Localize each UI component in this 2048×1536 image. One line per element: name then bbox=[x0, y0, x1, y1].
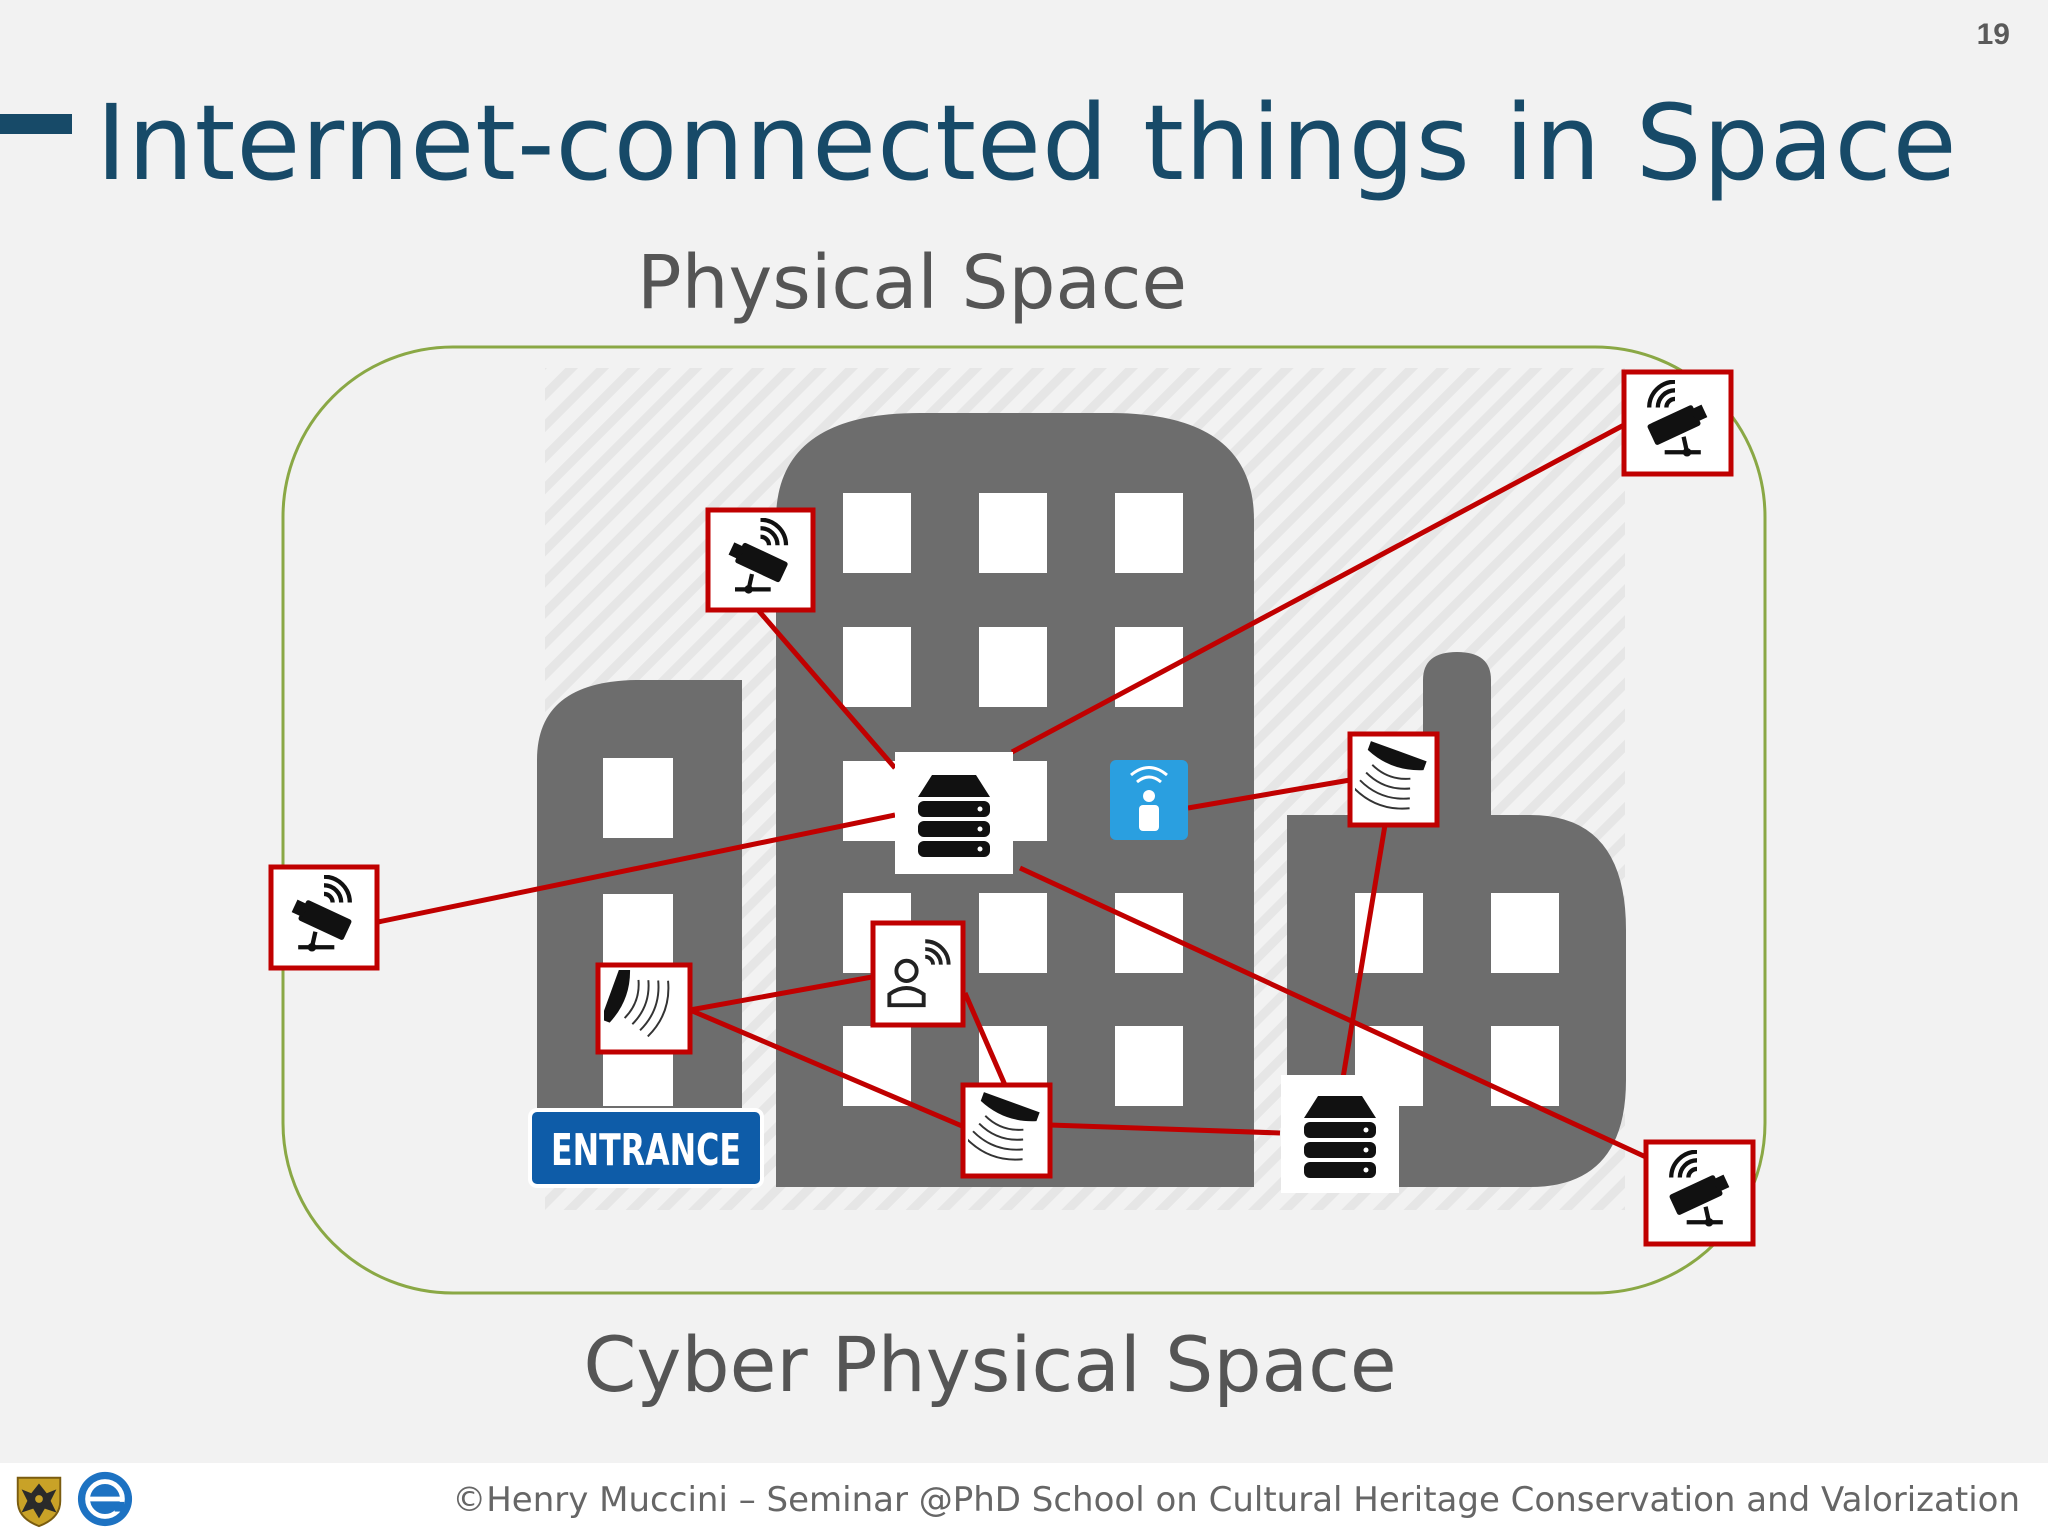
camera-icon bbox=[705, 507, 816, 613]
camera-icon bbox=[1643, 1139, 1756, 1247]
cyber-physical-diagram: ENTRANCE bbox=[268, 345, 1767, 1295]
e-logo-icon bbox=[77, 1471, 133, 1527]
link-user-bottom bbox=[962, 992, 1008, 1086]
link-presence-sensor-right bbox=[1187, 777, 1351, 811]
devices bbox=[268, 369, 1756, 1247]
slide-title: Internet-connected things in Space bbox=[96, 82, 1958, 204]
slide-number: 19 bbox=[1976, 18, 2010, 51]
title-accent-bar bbox=[0, 114, 72, 134]
user-wireless-icon bbox=[870, 920, 966, 1028]
proximity-sensor-icon bbox=[1347, 731, 1440, 828]
person-wireless-icon bbox=[1110, 760, 1188, 840]
footer-bar bbox=[0, 1463, 2048, 1536]
connections bbox=[377, 422, 1650, 1161]
server-icon bbox=[895, 752, 1013, 874]
cyber-space-frame bbox=[281, 345, 1767, 1295]
link-sensor-right-server2 bbox=[1340, 824, 1388, 1079]
camera-icon bbox=[1621, 369, 1734, 477]
link-server-cam-left bbox=[377, 812, 896, 925]
link-server-cam-top-mid bbox=[756, 608, 897, 770]
cyber-physical-space-label: Cyber Physical Space bbox=[583, 1320, 1397, 1409]
physical-space-label: Physical Space bbox=[636, 240, 1188, 326]
camera-icon bbox=[268, 864, 380, 971]
entrance-sign: ENTRANCE bbox=[528, 1108, 764, 1188]
server-icon bbox=[1281, 1075, 1399, 1193]
link-server-cam-bottom-right bbox=[1018, 865, 1650, 1161]
link-sensor-left-bottom bbox=[689, 1007, 963, 1129]
proximity-sensor-icon bbox=[960, 1082, 1053, 1179]
entrance-sign-text: ENTRANCE bbox=[551, 1125, 741, 1176]
university-crest-icon bbox=[16, 1476, 62, 1528]
footer-credit: ©Henry Muccini – Seminar @PhD School on … bbox=[452, 1480, 2020, 1520]
proximity-sensor-icon bbox=[595, 962, 693, 1055]
link-bottom-server2 bbox=[1049, 1122, 1281, 1136]
link-sensor-left-user bbox=[689, 974, 873, 1013]
link-server-cam-top-right bbox=[1010, 422, 1626, 755]
